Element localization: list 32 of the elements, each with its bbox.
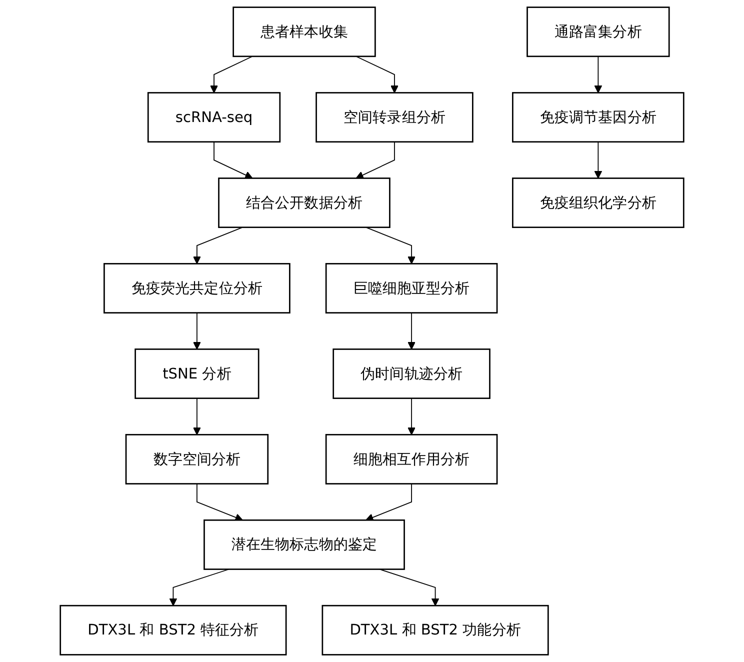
arrow: [594, 141, 602, 179]
node-box: tSNE 分析: [134, 348, 260, 399]
node-box: 患者样本收集: [232, 6, 376, 58]
node-box: DTX3L 和 BST2 特征分析: [60, 604, 287, 656]
arrow: [594, 56, 602, 94]
arrow: [408, 398, 416, 436]
arrow: [192, 398, 201, 436]
arrow: [356, 141, 395, 179]
arrow: [169, 568, 230, 606]
node-box: 空间转录组分析: [316, 92, 474, 143]
arrow: [356, 56, 398, 94]
node-box: 通路富集分析: [526, 6, 670, 58]
arrow: [365, 226, 416, 264]
arrow: [192, 312, 201, 350]
node-box: 巨噬细胞亚型分析: [325, 263, 498, 314]
node-box: 潜在生物标志物的鉴定: [204, 519, 405, 570]
node-box: 免疫荧光共定位分析: [104, 263, 290, 314]
node-box: DTX3L 和 BST2 功能分析: [322, 604, 549, 656]
arrow: [379, 568, 440, 606]
arrow: [196, 483, 243, 522]
arrow: [366, 483, 412, 522]
node-box: 细胞相互作用分析: [325, 434, 498, 484]
arrow: [214, 141, 253, 179]
node-box: scRNA-seq: [147, 92, 281, 143]
node-box: 数字空间分析: [125, 434, 269, 484]
node-box: 免疫调节基因分析: [512, 92, 684, 143]
node-box: 免疫组织化学分析: [512, 178, 684, 228]
node-box: 结合公开数据分析: [218, 178, 390, 228]
node-box: 伪时间轨迹分析: [332, 348, 490, 399]
arrow: [192, 226, 244, 264]
arrow: [210, 56, 253, 94]
arrow: [408, 312, 416, 350]
